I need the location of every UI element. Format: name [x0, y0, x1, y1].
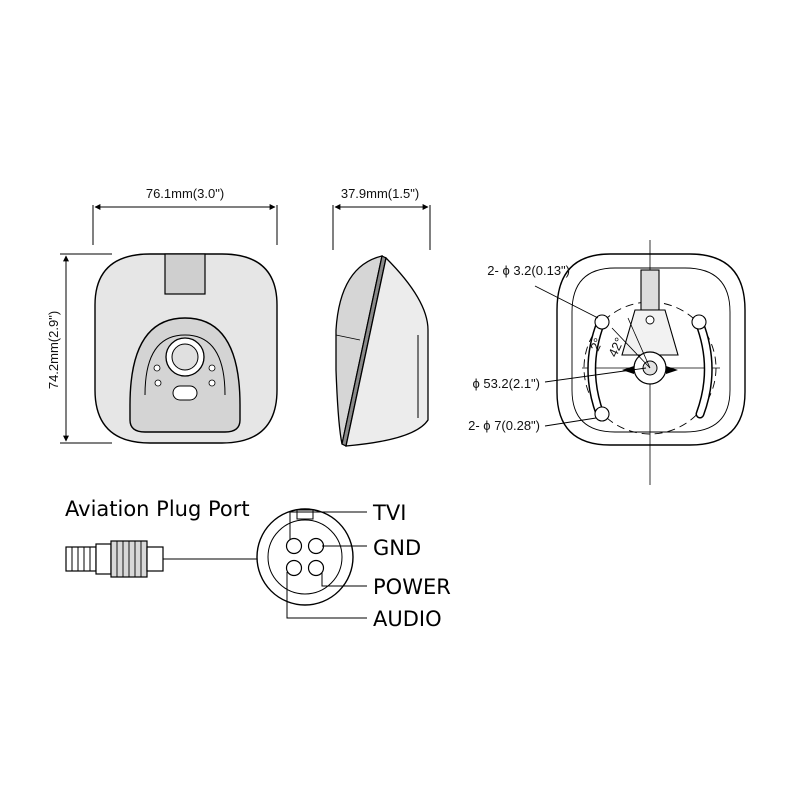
led-right [208, 364, 216, 372]
screw-hole-label: 2- ϕ 3.2(0.13") [487, 263, 570, 278]
pin-label-tvi: TVI [372, 501, 406, 525]
pin-label-audio: AUDIO [373, 607, 442, 631]
screw-hole-top [594, 314, 610, 330]
screw-hole-bottom [594, 406, 610, 422]
aviation-plug-title: Aviation Plug Port [65, 497, 250, 521]
angle-small-label: 2° [587, 336, 606, 354]
leader-tvi [289, 511, 367, 540]
plug-connector-icon [65, 540, 263, 578]
pin-gnd [307, 537, 325, 555]
screw-hole-leader [534, 285, 599, 319]
ir-sensor [172, 385, 198, 401]
socket-key [296, 509, 314, 520]
bracket-top [164, 253, 206, 295]
pin-label-gnd: GND [373, 536, 421, 560]
depth-dimension-label: 37.9mm(1.5") [341, 186, 419, 201]
led-left [153, 364, 161, 372]
width-dimension-label: 76.1mm(3.0") [146, 186, 224, 201]
back-housing [345, 256, 429, 447]
pin-audio [285, 559, 303, 577]
dome-side [335, 255, 383, 445]
bracket-arm [640, 269, 660, 311]
pin-power [307, 559, 325, 577]
pin-tvi [285, 537, 303, 555]
leader-audio [286, 572, 367, 619]
screw-hole-right [691, 314, 707, 330]
side-view: 37.9mm(1.5") [332, 186, 431, 447]
pin-label-power: POWER [373, 575, 451, 599]
height-dimension-label: 74.2mm(2.9") [46, 311, 61, 389]
mount-hole-label: 2- ϕ 7(0.28") [468, 418, 540, 433]
leader-power [321, 573, 367, 587]
bolt-circle-leader [544, 367, 647, 383]
socket-inner [267, 519, 343, 595]
mount-hole-leader [544, 417, 597, 427]
front-view: 76.1mm(3.0") 74.2mm(2.9") [46, 186, 278, 444]
aviation-plug-section: Aviation Plug Port [65, 497, 451, 631]
mount-view: 2° 42° 2- ϕ 3.2(0.13") ϕ 53.2(2.1") 2- ϕ… [468, 240, 746, 485]
bolt-circle-label: ϕ 53.2(2.1") [472, 376, 540, 391]
lens-inner [171, 343, 199, 371]
bracket-joint [621, 309, 679, 356]
bolt-circle [583, 301, 717, 435]
